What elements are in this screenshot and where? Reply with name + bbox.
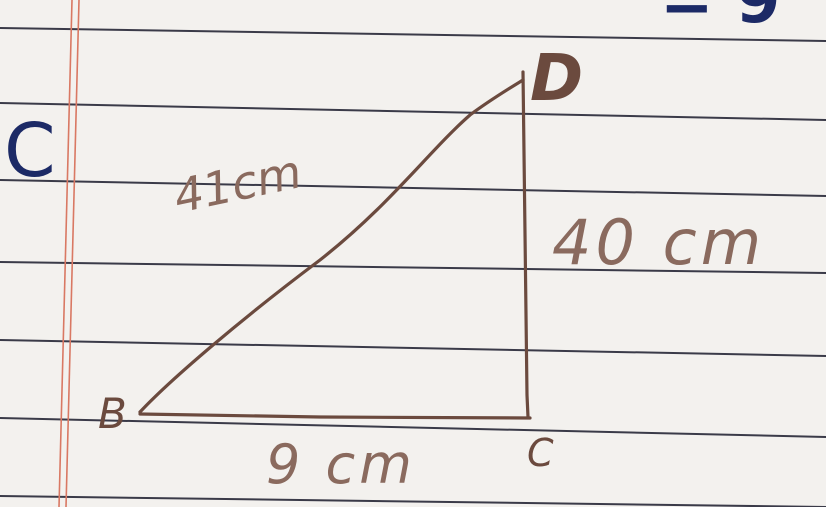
margin-line: [65, 0, 80, 507]
margin-line: [58, 0, 73, 507]
rule-line: [0, 27, 826, 42]
rule-line: [0, 261, 826, 274]
vertex-label-left: B: [98, 389, 127, 438]
rule-line: [0, 179, 826, 197]
margin-lines: [58, 0, 80, 507]
rule-line: [0, 339, 826, 357]
ruled-lines: [0, 27, 826, 507]
rule-line: [0, 495, 826, 507]
right-triangle: [138, 70, 532, 420]
top-right-marks: = 9: [660, 0, 780, 38]
corner-letter: C: [4, 108, 56, 194]
vertex-label-top: D: [530, 42, 583, 116]
vertical-side: [521, 70, 530, 419]
vertex-label-right: C: [527, 431, 554, 475]
base-length-label: 9 cm: [266, 433, 416, 496]
hypotenuse-length-label: 41cm: [169, 144, 306, 224]
hypotenuse-side: [138, 78, 525, 414]
base-side: [138, 412, 532, 420]
rule-line: [0, 417, 826, 438]
vertical-length-label: 40 cm: [552, 206, 765, 279]
rule-line: [0, 102, 826, 121]
